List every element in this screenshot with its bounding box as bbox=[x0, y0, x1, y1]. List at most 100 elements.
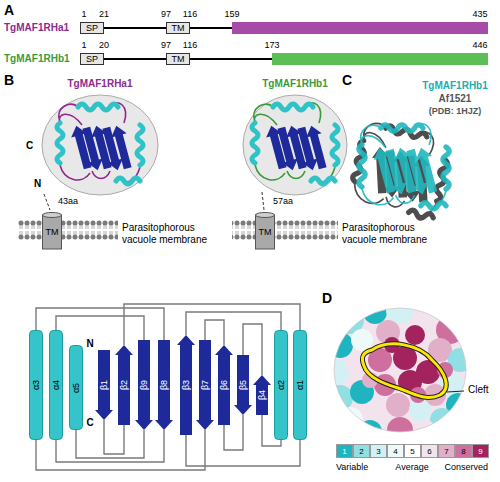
helix-cylinder: α1 bbox=[293, 330, 307, 440]
residue-number: 1 bbox=[81, 40, 86, 50]
signal-peptide-box: SP bbox=[80, 53, 104, 65]
legend-swatch: 1 bbox=[336, 444, 353, 458]
node-label: β2 bbox=[120, 380, 129, 390]
node-label: β6 bbox=[220, 380, 229, 390]
protein-name: TgMAF1RHb1 bbox=[262, 78, 328, 90]
residue-number: 20 bbox=[99, 40, 109, 50]
node-label: TM bbox=[172, 55, 185, 64]
protein-name: TgMAF1RHa1 bbox=[4, 22, 69, 34]
structure-cartoons bbox=[42, 95, 158, 195]
strand-body bbox=[115, 345, 133, 425]
strand-arrow: β4 bbox=[253, 375, 271, 415]
signal-peptide-box: SP bbox=[80, 22, 104, 34]
legend-swatch: 2 bbox=[353, 444, 370, 458]
strand-body bbox=[215, 345, 233, 425]
conservation-surface bbox=[386, 296, 414, 324]
residue-number: 21 bbox=[99, 9, 109, 19]
legend-label: 4 bbox=[388, 445, 403, 458]
transmembrane-box: TM bbox=[166, 53, 190, 65]
strand-body bbox=[177, 335, 195, 435]
conservation-surface bbox=[351, 329, 373, 351]
strand-arrow: β9 bbox=[135, 340, 153, 430]
legend-label: 5 bbox=[405, 445, 420, 458]
structure-cartoons bbox=[252, 103, 338, 184]
protein-name: TgMAF1RHb1 bbox=[4, 53, 70, 65]
node-label: α1 bbox=[296, 380, 305, 390]
terminus-label: N bbox=[34, 178, 41, 190]
node-label: TM bbox=[172, 24, 185, 33]
legend-swatch: 5 bbox=[404, 444, 421, 458]
conservation-surface bbox=[416, 303, 440, 327]
transmembrane-cylinder: TM bbox=[42, 212, 62, 252]
residue-number: 159 bbox=[224, 9, 239, 19]
helix-body bbox=[275, 331, 288, 440]
domain-bars bbox=[232, 22, 488, 34]
panel-letter: A bbox=[4, 2, 14, 18]
legend-label: 9 bbox=[473, 445, 488, 458]
strand-body bbox=[234, 355, 252, 415]
conservation-surface bbox=[362, 344, 446, 398]
panel-letter: C bbox=[342, 72, 352, 88]
legend-label: 6 bbox=[422, 445, 437, 458]
strand-body bbox=[135, 340, 153, 430]
cylinder-body bbox=[256, 215, 275, 249]
topology-loop bbox=[56, 430, 164, 462]
helix-cylinder: α2 bbox=[274, 330, 288, 440]
legend-swatch: 4 bbox=[387, 444, 404, 458]
topology-loop bbox=[104, 420, 124, 454]
structure-cartoons bbox=[57, 103, 143, 184]
node-label: β4 bbox=[258, 390, 267, 400]
terminus-label: C bbox=[26, 140, 33, 152]
conservation-surface bbox=[323, 296, 472, 444]
structure-cartoons bbox=[243, 95, 347, 195]
cleft-label: Cleft bbox=[468, 384, 489, 396]
conservation-surface bbox=[323, 359, 349, 385]
helix-body bbox=[50, 331, 63, 440]
transmembrane-box: TM bbox=[166, 22, 190, 34]
panel-letter: D bbox=[322, 290, 332, 306]
node-label: α2 bbox=[277, 380, 286, 390]
residue-number: 116 bbox=[183, 40, 197, 50]
strand-arrow: β6 bbox=[215, 345, 233, 425]
node-label: TM bbox=[259, 228, 272, 237]
terminus-label: N bbox=[86, 338, 93, 350]
linker-length: 57aa bbox=[273, 196, 293, 206]
linker-length: 43aa bbox=[58, 196, 78, 206]
cylinder-cap bbox=[43, 213, 62, 218]
strand-arrow: β5 bbox=[234, 355, 252, 415]
membrane-label: Parasitophorous vacuole membrane bbox=[122, 222, 208, 245]
scale-label: Average bbox=[395, 462, 428, 472]
legend-swatch: 3 bbox=[370, 444, 387, 458]
structure-name: TgMAF1RHb1 bbox=[422, 80, 488, 92]
topology-loop bbox=[186, 312, 281, 335]
residue-number: 1 bbox=[81, 9, 86, 19]
conservation-surface bbox=[430, 408, 454, 432]
helix-cylinder: α5 bbox=[69, 345, 83, 430]
node-label: SP bbox=[86, 24, 98, 33]
scale-label: Conserved bbox=[444, 462, 488, 472]
superposition-cartoon bbox=[347, 119, 453, 221]
node-label: α4 bbox=[52, 380, 61, 390]
strand-arrow: β3 bbox=[177, 335, 195, 435]
residue-number: 97 bbox=[161, 9, 171, 19]
structure-cartoons bbox=[232, 220, 338, 240]
domain-bars bbox=[104, 22, 488, 65]
legend-label: 1 bbox=[337, 445, 352, 458]
legend-label: 3 bbox=[371, 445, 386, 458]
cylinder-cap bbox=[256, 213, 275, 218]
transmembrane-cylinder: TM bbox=[255, 212, 275, 252]
helix-cylinder: α3 bbox=[29, 330, 43, 440]
node-label: β3 bbox=[182, 380, 191, 390]
node-label: β9 bbox=[140, 380, 149, 390]
strand-arrow: β8 bbox=[155, 340, 173, 430]
node-label: SP bbox=[86, 55, 98, 64]
strand-arrow: β2 bbox=[115, 345, 133, 425]
topology-loop bbox=[124, 304, 300, 345]
helix-body bbox=[30, 331, 43, 440]
legend-swatch: 9 bbox=[472, 444, 489, 458]
strand-body bbox=[253, 375, 271, 415]
conservation-surface bbox=[327, 332, 353, 358]
conservation-surface bbox=[323, 296, 472, 444]
residue-number: 446 bbox=[472, 40, 487, 50]
panel-letter: B bbox=[4, 72, 14, 88]
